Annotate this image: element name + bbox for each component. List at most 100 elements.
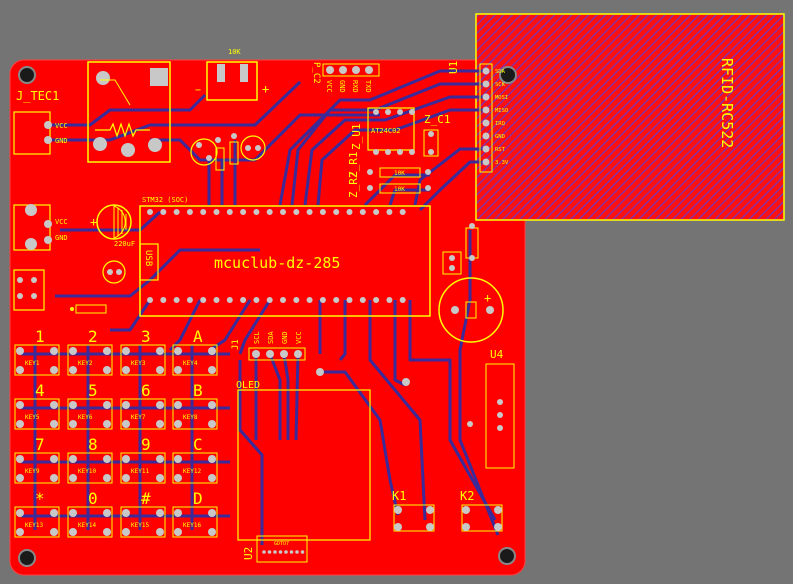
mcu-pin-top xyxy=(386,209,393,215)
keypad-symbol: 0 xyxy=(88,489,98,508)
mcu-pin-bottom xyxy=(226,297,233,303)
keypad-pad xyxy=(208,420,216,428)
keypad-pad xyxy=(50,366,58,374)
uart-pin-4: TXD xyxy=(364,80,372,93)
keypad-pad xyxy=(174,509,182,517)
keypad-pad xyxy=(156,401,164,409)
u2-ref: U2 xyxy=(242,547,255,560)
keypad-key-label: KEY15 xyxy=(131,522,149,529)
keypad-pad xyxy=(174,401,182,409)
mcu-pin-bottom xyxy=(319,297,326,303)
power-gnd2-label: GND xyxy=(55,234,68,242)
u2-connector: U2 GDTO7 xyxy=(242,535,308,563)
keypad-key[interactable]: KEY13* xyxy=(14,489,60,538)
keypad-pad xyxy=(103,401,111,409)
keypad-pad xyxy=(208,401,216,409)
keypad-pad xyxy=(122,455,130,463)
keypad-pad xyxy=(208,455,216,463)
mcu-pin-bottom xyxy=(306,297,313,303)
mcu-pin-bottom xyxy=(147,297,153,303)
keypad-pad xyxy=(16,509,24,517)
keypad-pad xyxy=(156,347,164,355)
u2-pin xyxy=(262,550,266,554)
dc-jack: − + 10K xyxy=(195,48,269,101)
keypad-pad xyxy=(69,509,77,517)
svg-text:10K: 10K xyxy=(228,48,241,56)
rfid-pin xyxy=(482,132,490,140)
mcu-pin-bottom xyxy=(173,297,180,303)
mcu-pin-bottom xyxy=(200,297,207,303)
keypad-pad xyxy=(16,474,24,482)
keypad-symbol: 7 xyxy=(35,435,45,454)
svg-text:+: + xyxy=(262,82,269,96)
keypad-pad xyxy=(208,474,216,482)
keypad-pad xyxy=(122,366,130,374)
keypad-key[interactable]: KEY11 xyxy=(14,327,60,376)
mcu-pin-bottom xyxy=(386,297,393,303)
mcu-pin-bottom xyxy=(213,297,220,303)
rfid-pin xyxy=(482,106,490,114)
rfid-pin xyxy=(482,93,490,101)
usb-label: USB xyxy=(143,250,153,266)
rfid-pin xyxy=(482,158,490,166)
oled-header-ref: J1 xyxy=(231,339,241,350)
keypad-key-label: KEY4 xyxy=(183,360,198,367)
right-components: + xyxy=(438,223,504,343)
keypad-key-label: KEY9 xyxy=(25,468,40,475)
keypad-pad xyxy=(122,528,130,536)
keypad-key-label: KEY3 xyxy=(131,360,146,367)
mcu-pin-top xyxy=(399,209,406,215)
oled-module: J1 SCL SDA GND VCC OLED xyxy=(231,331,410,541)
keypad-key-label: KEY5 xyxy=(25,414,40,421)
uart-header: P_C2 VCC GND RXD TXD xyxy=(311,62,380,93)
keypad-pad xyxy=(156,474,164,482)
keypad-pad xyxy=(103,347,111,355)
keypad-symbol: 5 xyxy=(88,381,98,400)
rfid-pin-label: RST xyxy=(495,147,506,153)
mcu-pin-bottom xyxy=(359,297,366,303)
svg-text:+: + xyxy=(90,215,97,229)
u2-pin xyxy=(295,550,299,554)
keypad-symbol: 6 xyxy=(141,381,151,400)
keypad-key[interactable]: KEY9 7 xyxy=(14,435,60,484)
keypad-pad xyxy=(50,528,58,536)
keypad-key-label: KEY12 xyxy=(183,468,201,475)
keypad-pad xyxy=(103,474,111,482)
mcu-pin-bottom xyxy=(253,297,260,303)
keypad-pad xyxy=(69,455,77,463)
keypad-symbol: # xyxy=(141,489,151,508)
mcu-pin-top xyxy=(293,209,300,215)
keypad-symbol: 8 xyxy=(88,435,98,454)
mcu-pin-top xyxy=(147,209,153,215)
keypad-pad xyxy=(103,509,111,517)
eeprom-ref: Z_U1 xyxy=(350,124,363,151)
keypad-pad xyxy=(174,455,182,463)
mcu-pin-top xyxy=(280,209,286,215)
keypad-pad xyxy=(174,366,182,374)
rfid-label: RFID-RC522 xyxy=(718,58,736,148)
board-title: mcuclub-dz-285 xyxy=(214,254,340,272)
rfid-pin-label: SCK xyxy=(495,82,506,88)
mcu-pin-top xyxy=(240,209,247,215)
rfid-pin xyxy=(482,119,490,127)
u4-ref: U4 xyxy=(490,348,504,361)
power-switch xyxy=(87,61,171,163)
keypad-pad xyxy=(50,401,58,409)
keypad-key[interactable]: KEY15 # xyxy=(120,489,166,538)
mount-hole-top-right xyxy=(499,66,517,84)
svg-text:+: + xyxy=(484,291,491,305)
keypad-symbol: 2 xyxy=(88,327,98,346)
